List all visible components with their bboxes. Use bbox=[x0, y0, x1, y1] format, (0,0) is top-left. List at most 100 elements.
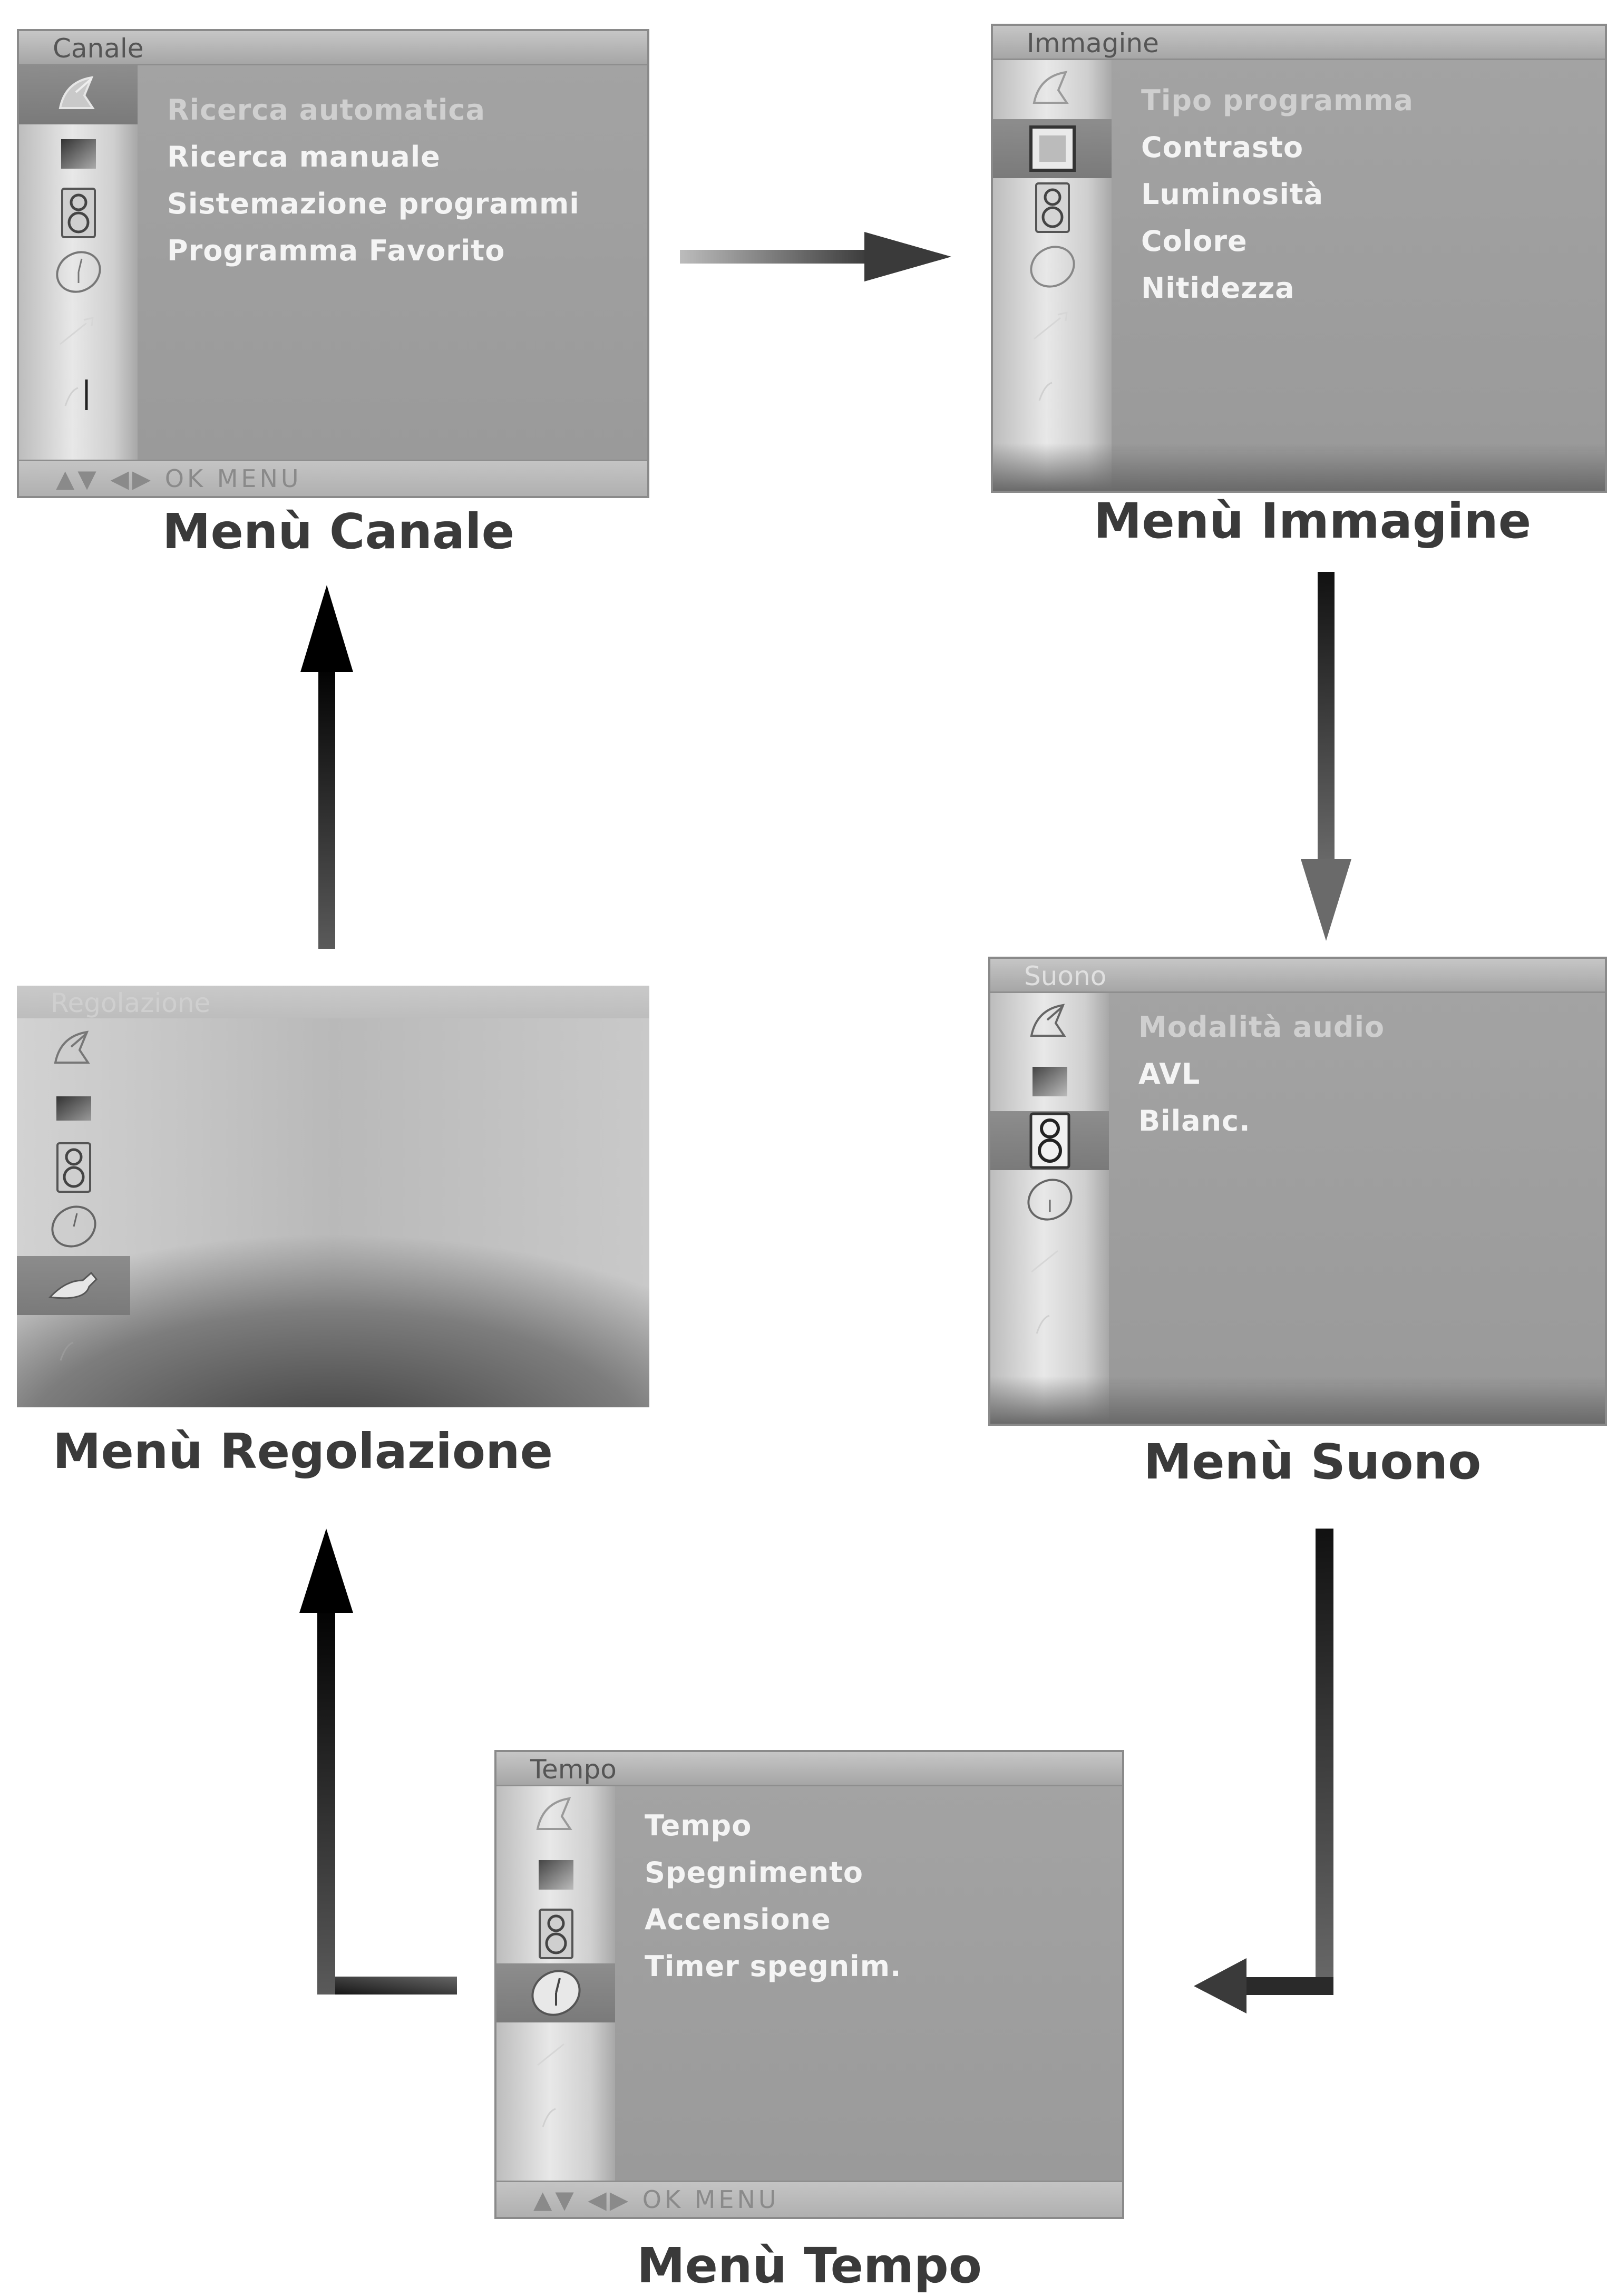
caption-tempo: Menù Tempo bbox=[637, 2237, 982, 2294]
sidebar-item-tempo[interactable] bbox=[993, 237, 1112, 296]
menu-tempo-content: Tempo Spegnimento Accensione Timer spegn… bbox=[615, 1786, 1122, 2182]
menu-item[interactable]: Luminosità bbox=[1141, 178, 1324, 211]
footer-nav-hint: ▲▼ ◀▶ OK MENU bbox=[533, 2185, 780, 2214]
sidebar-item-extra[interactable] bbox=[19, 361, 138, 420]
picture-square-icon bbox=[1031, 1066, 1068, 1097]
menu-tempo: Tempo bbox=[494, 1750, 1124, 2219]
sidebar-item-immagine[interactable] bbox=[17, 1079, 130, 1138]
sidebar-item-suono[interactable] bbox=[993, 178, 1112, 237]
pointer-icon bbox=[50, 1324, 98, 1366]
wrench-icon bbox=[45, 1264, 103, 1307]
sidebar-item-tempo[interactable] bbox=[496, 1963, 615, 2022]
menu-immagine-titlebar: Immagine bbox=[993, 26, 1605, 60]
sidebar-item-immagine[interactable] bbox=[496, 1845, 615, 1904]
sidebar-item-regolazione[interactable] bbox=[19, 301, 138, 361]
pointer-icon bbox=[532, 2090, 580, 2132]
satellite-dish-icon bbox=[1029, 66, 1076, 113]
menu-immagine-sidebar bbox=[993, 60, 1112, 491]
speaker-icon bbox=[538, 1908, 574, 1960]
menu-suono-content: Modalità audio AVL Bilanc. bbox=[1109, 993, 1605, 1384]
satellite-dish-icon bbox=[1026, 999, 1074, 1046]
menu-canale-sidebar bbox=[19, 65, 138, 496]
menu-suono-items: Modalità audio AVL Bilanc. bbox=[1138, 1004, 1385, 1144]
speaker-icon bbox=[1029, 1112, 1071, 1170]
menu-immagine: Immagine bbox=[991, 24, 1607, 493]
clock-icon bbox=[47, 1203, 100, 1250]
menu-immagine-bottom-fade bbox=[993, 443, 1605, 491]
sidebar-item-suono[interactable] bbox=[17, 1138, 130, 1197]
menu-tempo-title: Tempo bbox=[530, 1754, 617, 1785]
menu-item[interactable]: Ricerca manuale bbox=[167, 140, 441, 173]
sidebar-item-suono[interactable] bbox=[990, 1111, 1109, 1170]
menu-suono-title: Suono bbox=[1024, 961, 1107, 991]
menu-tempo-titlebar: Tempo bbox=[496, 1752, 1122, 1786]
sidebar-item-regolazione[interactable] bbox=[496, 2022, 615, 2081]
menu-immagine-items: Tipo programma Contrasto Luminosità Colo… bbox=[1141, 77, 1414, 312]
sidebar-item-suono[interactable] bbox=[496, 1904, 615, 1963]
caption-suono: Menù Suono bbox=[1143, 1434, 1482, 1490]
satellite-dish-icon bbox=[55, 71, 102, 119]
wrench-icon bbox=[55, 313, 102, 349]
wrench-icon bbox=[1026, 1240, 1074, 1277]
menu-item[interactable]: Programma Favorito bbox=[167, 234, 505, 267]
menu-regolazione-title: Regolazione bbox=[51, 988, 211, 1018]
menu-immagine-content: Tipo programma Contrasto Luminosità Colo… bbox=[1112, 60, 1605, 451]
sidebar-item-canale[interactable] bbox=[17, 1020, 130, 1079]
speaker-icon bbox=[60, 187, 97, 239]
arrow-tempo-to-regolazione bbox=[299, 1529, 457, 1995]
sidebar-item-extra[interactable] bbox=[496, 2081, 615, 2141]
sidebar-item-immagine[interactable] bbox=[993, 119, 1112, 178]
caption-regolazione: Menù Regolazione bbox=[52, 1423, 553, 1480]
caption-immagine: Menù Immagine bbox=[1093, 493, 1532, 549]
menu-item[interactable]: Tempo bbox=[645, 1809, 752, 1842]
speaker-icon bbox=[1034, 181, 1071, 234]
sidebar-item-canale[interactable] bbox=[19, 65, 138, 124]
clock-icon bbox=[1024, 1176, 1076, 1223]
arrow-immagine-to-suono bbox=[1301, 572, 1351, 941]
sidebar-item-tempo[interactable] bbox=[17, 1197, 130, 1256]
sidebar-item-regolazione[interactable] bbox=[17, 1256, 130, 1315]
menu-item[interactable]: Nitidezza bbox=[1141, 271, 1295, 305]
sidebar-item-canale[interactable] bbox=[990, 993, 1109, 1052]
menu-suono-sidebar bbox=[990, 993, 1109, 1424]
satellite-dish-icon bbox=[50, 1026, 98, 1073]
menu-item[interactable]: Tipo programma bbox=[1141, 84, 1414, 117]
menu-item[interactable]: Timer spegnim. bbox=[645, 1950, 902, 1983]
menu-canale-content: Ricerca automatica Ricerca manuale Siste… bbox=[138, 65, 647, 461]
menu-suono-titlebar: Suono bbox=[990, 959, 1605, 993]
wrench-icon bbox=[532, 2034, 580, 2070]
menu-item[interactable]: Modalità audio bbox=[1138, 1010, 1385, 1044]
sidebar-item-suono[interactable] bbox=[19, 183, 138, 242]
menu-canale-footer: ▲▼ ◀▶ OK MENU bbox=[19, 460, 647, 496]
sidebar-item-immagine[interactable] bbox=[19, 124, 138, 183]
menu-item[interactable]: AVL bbox=[1138, 1057, 1201, 1091]
sidebar-item-extra[interactable] bbox=[993, 355, 1112, 414]
menu-immagine-title: Immagine bbox=[1027, 28, 1159, 59]
menu-item[interactable]: Bilanc. bbox=[1138, 1104, 1251, 1137]
menu-item[interactable]: Contrasto bbox=[1141, 131, 1304, 164]
menu-canale-title: Canale bbox=[53, 33, 144, 64]
menu-item[interactable]: Colore bbox=[1141, 225, 1248, 258]
satellite-dish-icon bbox=[532, 1792, 580, 1840]
picture-square-icon bbox=[1029, 125, 1076, 172]
sidebar-item-extra[interactable] bbox=[990, 1288, 1109, 1347]
menu-item[interactable]: Ricerca automatica bbox=[167, 93, 485, 127]
menu-regolazione-titlebar: Regolazione bbox=[17, 986, 649, 1018]
sidebar-item-tempo[interactable] bbox=[990, 1170, 1109, 1229]
sidebar-item-regolazione[interactable] bbox=[993, 296, 1112, 355]
arrow-suono-to-tempo bbox=[1194, 1529, 1333, 2013]
sidebar-item-regolazione[interactable] bbox=[990, 1229, 1109, 1288]
menu-item[interactable]: Spegnimento bbox=[645, 1856, 864, 1889]
menu-item[interactable]: Sistemazione programmi bbox=[167, 187, 580, 220]
menu-item[interactable]: Accensione bbox=[645, 1903, 831, 1936]
menu-tempo-sidebar bbox=[496, 1786, 615, 2217]
sidebar-item-canale[interactable] bbox=[993, 60, 1112, 119]
sidebar-item-extra[interactable] bbox=[17, 1315, 130, 1374]
sidebar-item-canale[interactable] bbox=[496, 1786, 615, 1845]
sidebar-item-immagine[interactable] bbox=[990, 1052, 1109, 1111]
sidebar-item-tempo[interactable] bbox=[19, 242, 138, 301]
arrow-canale-to-immagine bbox=[680, 232, 951, 281]
clock-icon bbox=[52, 248, 105, 296]
picture-square-icon bbox=[538, 1859, 574, 1891]
